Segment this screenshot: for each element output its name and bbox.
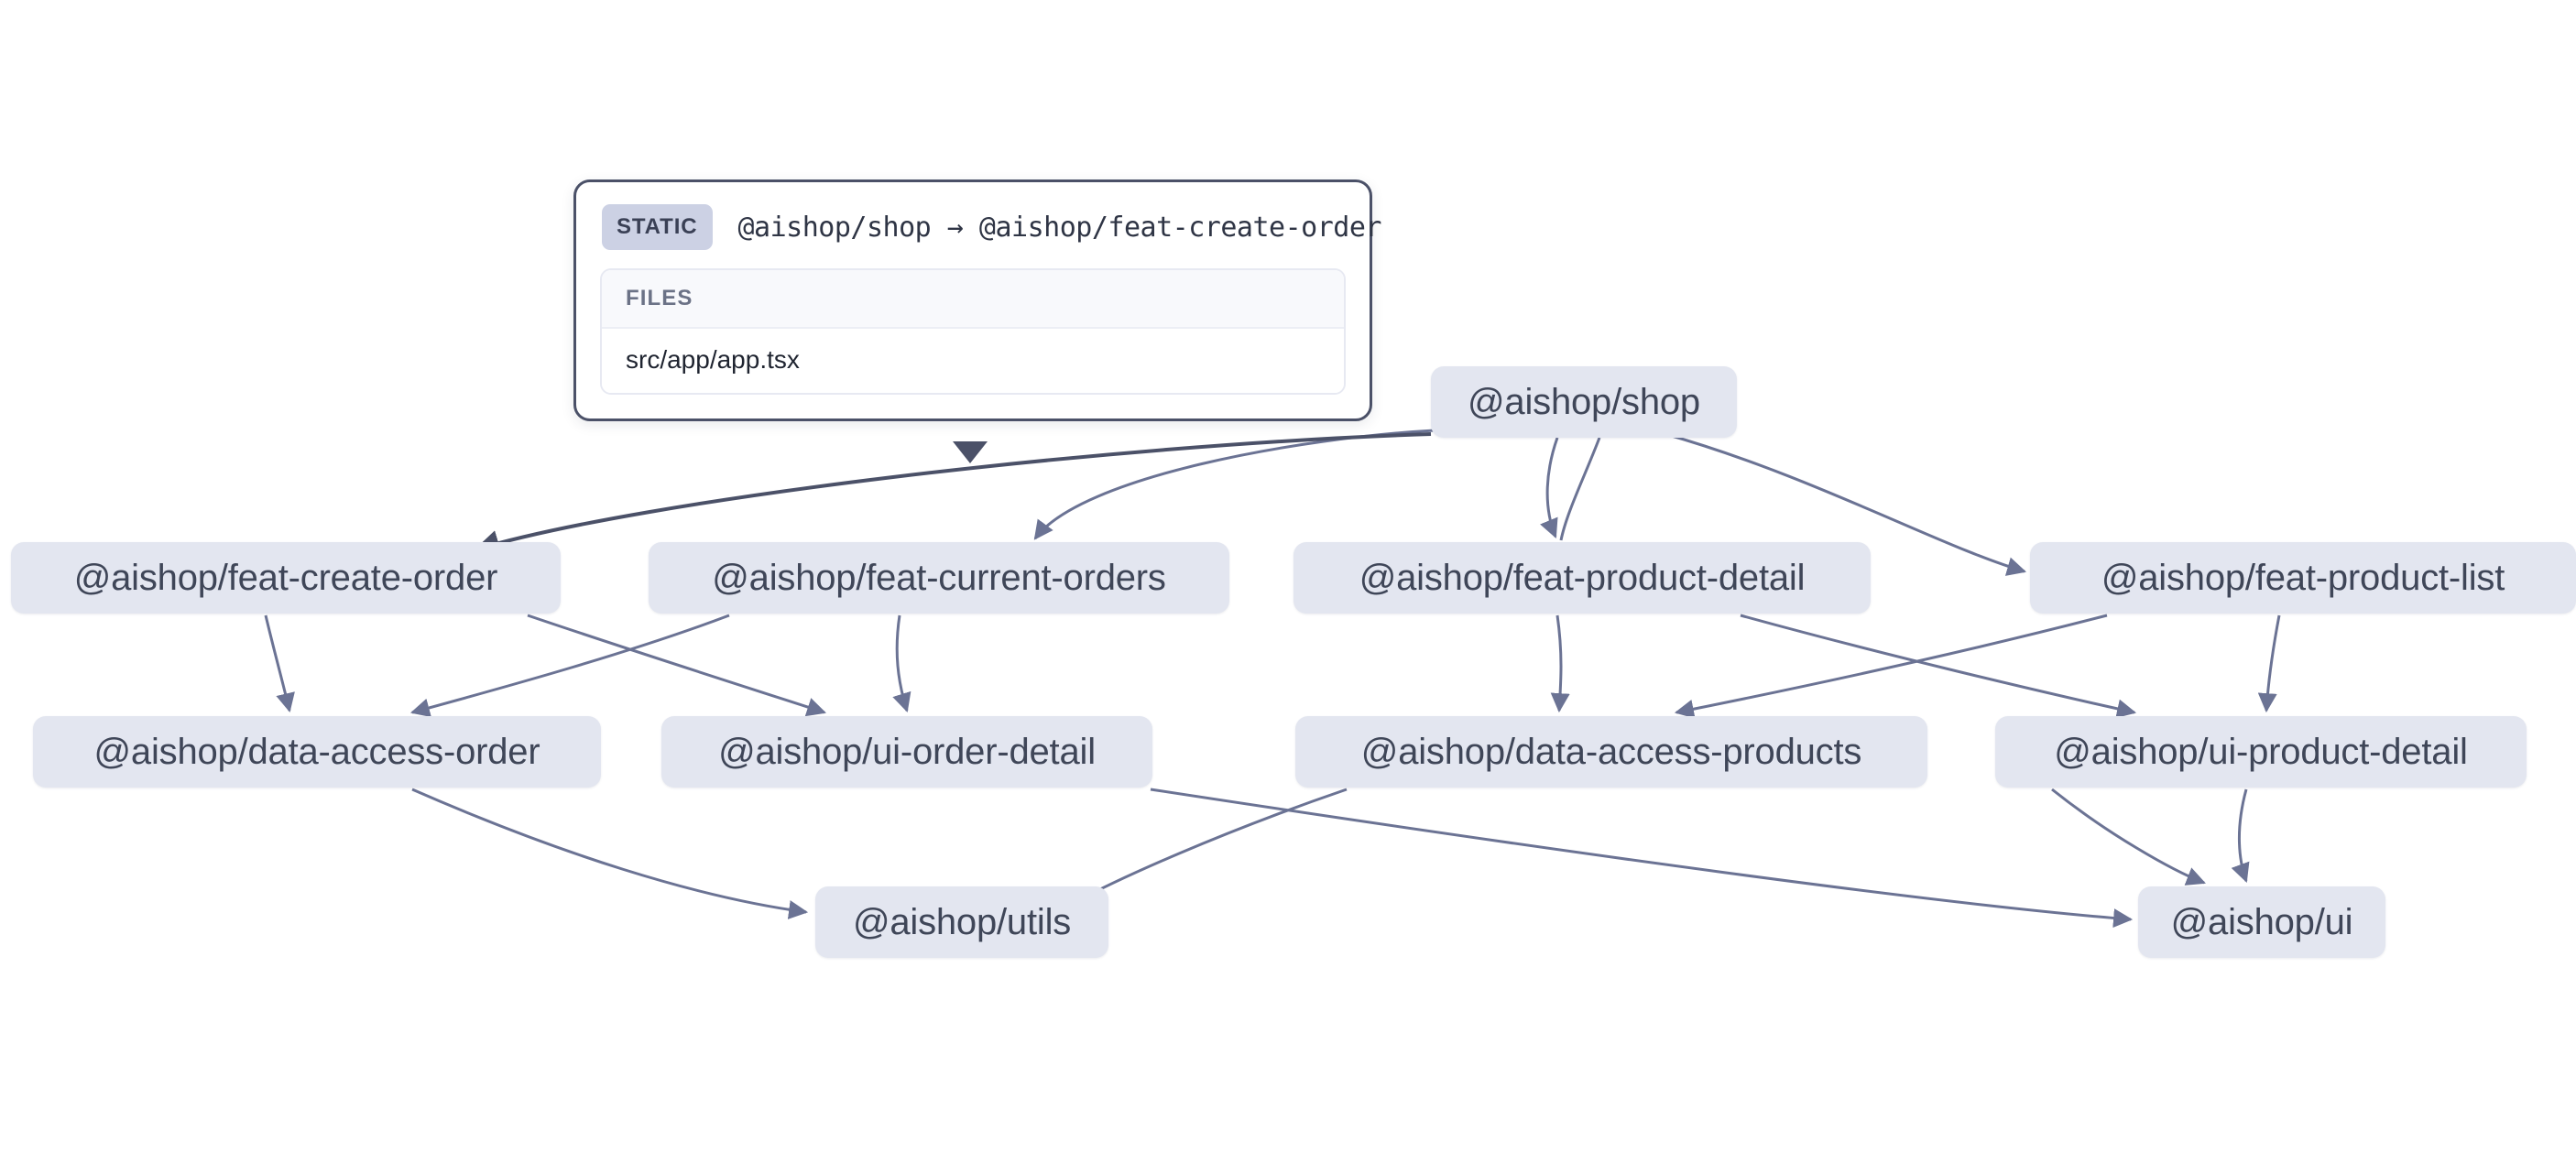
graph-node-label: @aishop/ui bbox=[2170, 901, 2353, 942]
graph-node-label: @aishop/shop bbox=[1468, 381, 1700, 422]
edge-feat-product-detail-to-ui-product-detail bbox=[1740, 614, 2137, 719]
edge-feat-product-detail-to-data-access-products bbox=[1550, 614, 1570, 713]
edge-shop-to-feat-create-order-highlighted bbox=[474, 432, 1432, 556]
graph-node-feat-current-orders[interactable]: @aishop/feat-current-orders bbox=[649, 542, 1229, 614]
graph-node-label: @aishop/feat-product-detail bbox=[1359, 557, 1806, 598]
tooltip-header: STATIC @aishop/shop → @aishop/feat-creat… bbox=[576, 182, 1381, 265]
edge-feat-product-list-to-data-access-products bbox=[1674, 614, 2108, 719]
edge-feat-current-orders-to-ui-order-detail bbox=[892, 614, 911, 713]
tooltip-pointer bbox=[953, 441, 988, 463]
graph-node-label: @aishop/data-access-order bbox=[93, 731, 540, 772]
file-list-item[interactable]: src/app/app.tsx bbox=[602, 329, 1344, 393]
edge-ui-order-detail-to-ui bbox=[1150, 788, 2134, 929]
edge-feat-product-list-to-ui bbox=[2231, 788, 2250, 883]
graph-node-data-access-order[interactable]: @aishop/data-access-order bbox=[33, 716, 601, 788]
graph-node-ui-product-detail[interactable]: @aishop/ui-product-detail bbox=[1995, 716, 2527, 788]
edge-feat-create-order-to-ui-order-detail bbox=[527, 614, 826, 717]
tooltip-title: @aishop/shop → @aishop/feat-create-order bbox=[737, 211, 1382, 244]
edge-ui-product-detail-to-ui bbox=[2051, 788, 2206, 886]
edge-feat-create-order-to-data-access-order bbox=[264, 614, 295, 713]
edge-feat-product-list-to-ui-product-detail bbox=[2257, 614, 2281, 713]
dependency-type-badge: STATIC bbox=[602, 204, 713, 250]
graph-node-label: @aishop/ui-product-detail bbox=[2054, 731, 2468, 772]
graph-node-ui[interactable]: @aishop/ui bbox=[2138, 886, 2385, 958]
graph-node-feat-product-detail[interactable]: @aishop/feat-product-detail bbox=[1293, 542, 1871, 614]
edge-shop-to-feat-current-orders bbox=[1033, 429, 1435, 540]
edge-data-access-products-to-utils bbox=[1072, 788, 1348, 905]
edge-data-access-order-to-utils bbox=[411, 788, 809, 919]
graph-node-label: @aishop/utils bbox=[852, 901, 1072, 942]
edge-shop-crossing-left bbox=[1559, 437, 1601, 541]
graph-node-label: @aishop/data-access-products bbox=[1360, 731, 1862, 772]
graph-node-label: @aishop/feat-current-orders bbox=[712, 557, 1166, 598]
graph-node-shop[interactable]: @aishop/shop bbox=[1431, 366, 1737, 438]
graph-node-ui-order-detail[interactable]: @aishop/ui-order-detail bbox=[661, 716, 1152, 788]
graph-node-label: @aishop/feat-create-order bbox=[73, 557, 498, 598]
graph-node-label: @aishop/feat-product-list bbox=[2101, 557, 2505, 598]
files-panel-heading: FILES bbox=[602, 270, 1344, 329]
graph-node-data-access-products[interactable]: @aishop/data-access-products bbox=[1295, 716, 1927, 788]
graph-node-feat-create-order[interactable]: @aishop/feat-create-order bbox=[11, 542, 561, 614]
edge-shop-to-feat-product-detail bbox=[1540, 437, 1559, 538]
graph-node-feat-product-list[interactable]: @aishop/feat-product-list bbox=[2030, 542, 2576, 614]
graph-node-utils[interactable]: @aishop/utils bbox=[815, 886, 1108, 958]
edge-detail-tooltip[interactable]: STATIC @aishop/shop → @aishop/feat-creat… bbox=[573, 179, 1381, 421]
edge-feat-current-orders-to-data-access-order bbox=[409, 614, 730, 718]
graph-node-label: @aishop/ui-order-detail bbox=[718, 731, 1096, 772]
files-panel: FILES src/app/app.tsx bbox=[600, 268, 1346, 395]
